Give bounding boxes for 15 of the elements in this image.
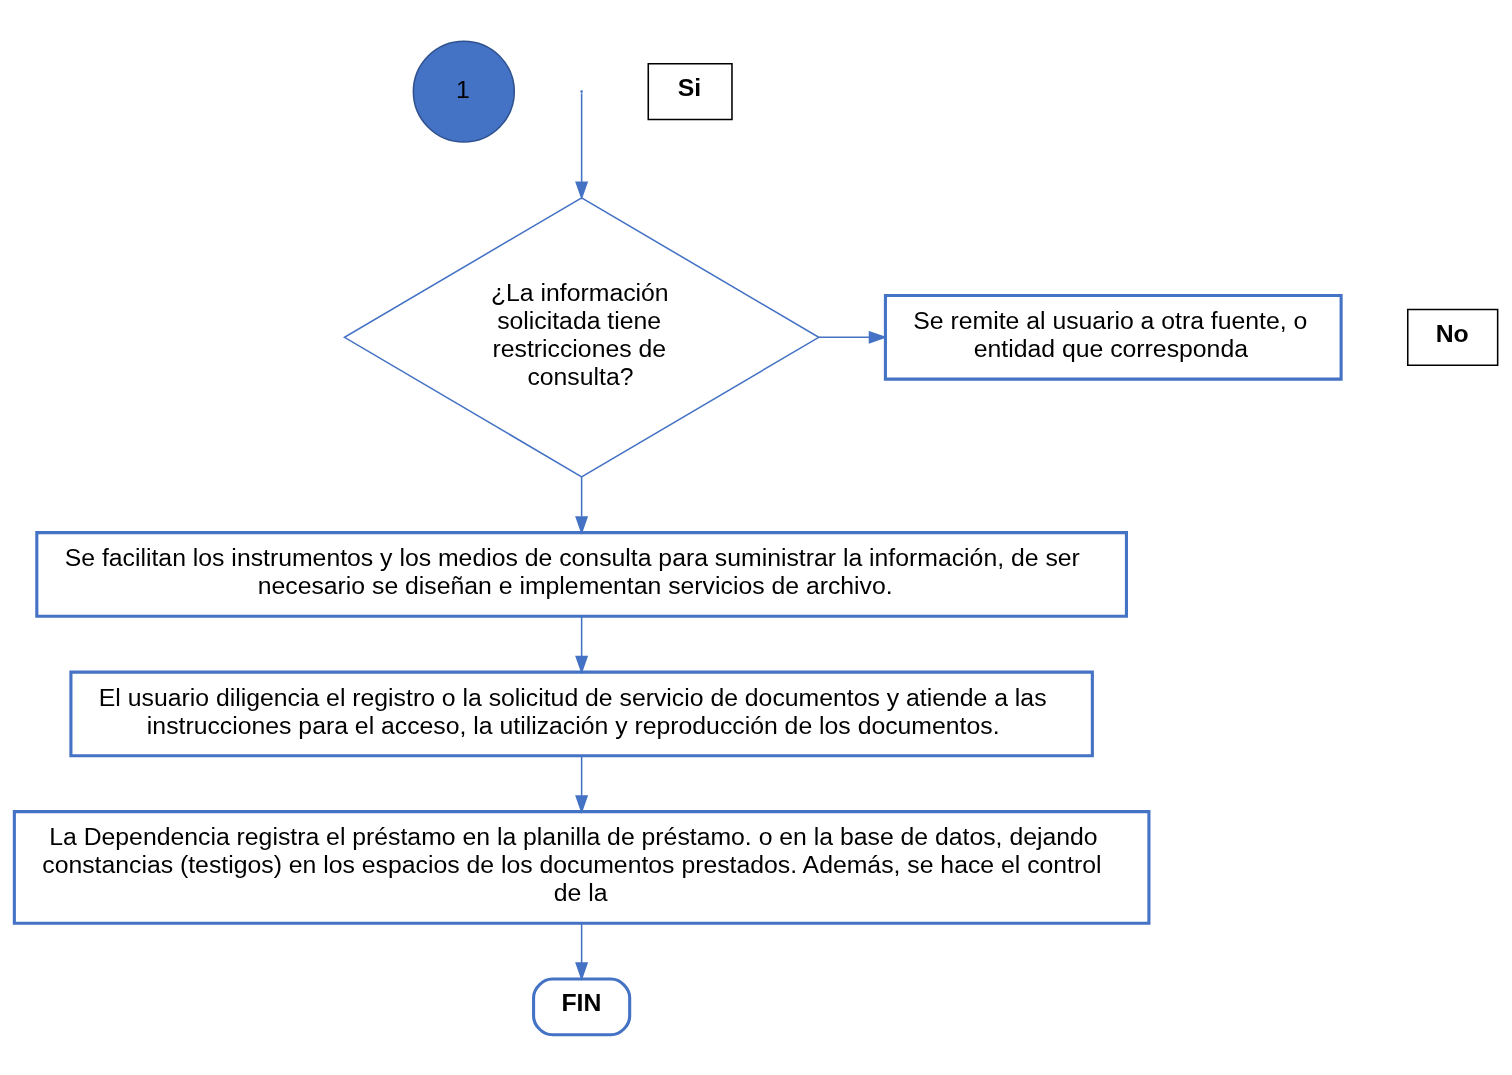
node-box: No (1407, 308, 1499, 366)
node-box: Si (647, 62, 733, 120)
arrow (575, 615, 589, 674)
node-box: Se remite al usuario a otra fuente, o entidad que corresponda (883, 293, 1343, 381)
arrow (818, 330, 888, 344)
node-circle: 1 (412, 39, 516, 143)
arrow (575, 475, 589, 535)
arrow (575, 92, 589, 200)
node-box: El usuario diligencia el registro o la solicitud de servicio de documentos y atiende a las instrucciones para el acceso, la utilización y reproducción de los documentos. (69, 670, 1094, 757)
arrow (575, 921, 589, 981)
node-box: Se facilitan los instrumentos y los medios de consulta para suministrar la información, de ser necesario se diseñan e implementan servicios de archivo. (35, 530, 1128, 618)
arrow (575, 754, 589, 814)
node-box: La Dependencia registra el préstamo en la planilla de préstamo. o en la base de datos, dejando constancias (testigos) en los espacios de los documentos prestados. Además, se hace el control de la (12, 809, 1151, 925)
node-diamond: ¿La información solicitada tiene restricciones de consulta? (342, 196, 821, 478)
node-box: FIN (532, 976, 632, 1036)
